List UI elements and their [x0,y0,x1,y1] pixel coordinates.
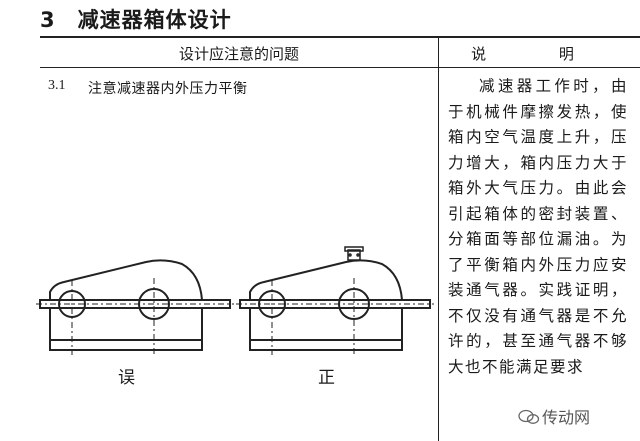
table-header-rule [40,67,640,68]
item-title: 注意减速器内外压力平衡 [88,81,248,97]
item-number: 3.1 [48,78,66,93]
caption-wrong: 误 [118,368,135,388]
explanation-text: 减速器工作时，由于机械件摩擦发热，使箱内空气温度上升，压力增大，箱内压力大于箱外… [448,77,628,376]
reducer-diagram-right [236,246,434,355]
caption-right: 正 [318,368,335,388]
table-top-rule [40,36,640,38]
section-heading: 减速器箱体设计 [77,8,232,32]
wechat-icon [518,409,540,424]
watermark-text: 传动网 [542,408,591,427]
header-explanation: 说 明 [439,43,640,64]
header-explanation-label: 说 明 [471,45,608,63]
reducer-diagram-wrong [36,259,234,355]
column-divider [438,36,439,441]
section-title: 3 减速器箱体设计 [40,4,232,34]
section-number: 3 [40,8,56,32]
header-design-issues: 设计应注意的问题 [178,45,299,63]
watermark: 传动网 [514,404,595,428]
breather-cap [344,246,364,261]
